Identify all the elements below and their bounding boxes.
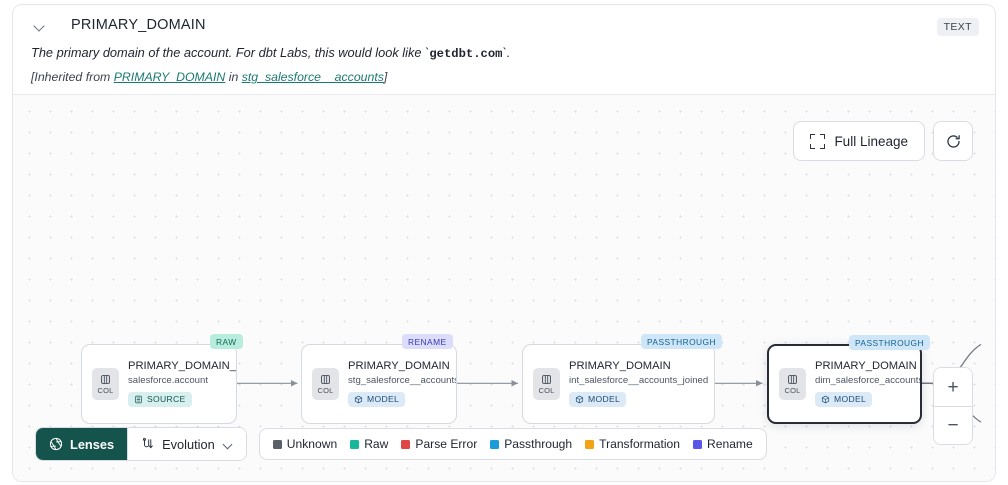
legend-item[interactable]: Parse Error [401, 437, 477, 451]
page-title: PRIMARY_DOMAIN [71, 17, 206, 33]
inherited-model-link[interactable]: stg_salesforce__accounts [241, 70, 384, 85]
node-asset-tag-label: SOURCE [147, 394, 186, 405]
legend-item[interactable]: Passthrough [490, 437, 572, 451]
legend-item[interactable]: Unknown [272, 437, 338, 452]
node-asset-tag: MODEL [348, 391, 406, 407]
node-body: PRIMARY_DOMAIN__C salesforce.accountSOURC… [119, 360, 236, 409]
column-type-icon: COL [312, 368, 339, 401]
legend-swatch [401, 439, 411, 449]
evolution-label: Evolution [162, 436, 215, 452]
node-classification-badge: PASSTHROUGH [849, 335, 931, 351]
column-type-label: COL [97, 385, 114, 395]
inherited-suffix: ] [383, 70, 388, 85]
chevron-down-icon [224, 440, 233, 449]
node-title: PRIMARY_DOMAIN [569, 359, 671, 372]
lineage-node[interactable]: RAW COL PRIMARY_DOMAIN__C salesforce.accoun… [81, 334, 243, 425]
node-classification-badge: RENAME [402, 334, 453, 350]
expand-corners-icon [810, 133, 826, 149]
legend-label: Unknown [286, 437, 338, 452]
data-type-badge: TEXT [936, 18, 979, 36]
description-text: The primary domain of the account. For d… [31, 45, 430, 60]
header-title-row: PRIMARY_DOMAIN [31, 17, 977, 33]
legend-label: Parse Error [415, 437, 478, 452]
lineage-node[interactable]: PASSTHROUGH COL PRIMARY_DOMAIN dim_salesfor… [767, 335, 931, 425]
node-subtitle: int_salesforce__accounts_joined [569, 374, 709, 386]
legend-swatch [585, 439, 595, 449]
zoom-out-button[interactable]: − [934, 406, 972, 445]
legend-swatch [693, 439, 703, 449]
column-type-label: COL [538, 385, 555, 395]
lenses-segmented-control: Lenses Evolution [35, 427, 247, 462]
column-lineage-panel: PRIMARY_DOMAIN TEXT The primary domain o… [12, 4, 996, 482]
column-type-label: COL [317, 385, 334, 395]
node-asset-tag: SOURCE [128, 391, 192, 407]
zoom-in-button[interactable]: + [934, 368, 972, 407]
node-title: PRIMARY_DOMAIN [348, 359, 450, 372]
full-lineage-label: Full Lineage [834, 133, 908, 149]
legend-label: Raw [364, 437, 389, 452]
lenses-label: Lenses [70, 436, 115, 452]
legend-label: Passthrough [504, 437, 573, 452]
canvas-top-controls: Full Lineage [793, 121, 973, 162]
node-subtitle: dim_salesforce_accounts [815, 374, 920, 386]
node-subtitle: stg_salesforce__accounts [348, 374, 456, 386]
refresh-icon [946, 135, 960, 148]
lineage-flow-icon [143, 438, 153, 449]
node-asset-tag-label: MODEL [834, 394, 867, 405]
description-suffix: `. [502, 45, 511, 60]
inherited-from-note: [Inherited from PRIMARY_DOMAIN in stg_sa… [31, 70, 977, 84]
lineage-node[interactable]: PASSTHROUGH COL PRIMARY_DOMAIN int_salesfor… [522, 334, 723, 425]
legend-swatch [350, 439, 360, 449]
canvas-bottom-bar: Lenses Evolution Unknown Raw Parse Error Pa… [35, 427, 767, 462]
node-asset-tag-label: MODEL [367, 394, 400, 405]
node-subtitle: salesforce.account [128, 374, 208, 386]
inherited-column-link[interactable]: PRIMARY_DOMAIN [113, 70, 226, 85]
node-title: PRIMARY_DOMAIN__C [128, 359, 236, 372]
refresh-button[interactable] [933, 121, 973, 162]
legend-item[interactable]: Rename [693, 437, 753, 451]
legend-item[interactable]: Transformation [585, 437, 680, 451]
lineage-canvas[interactable]: Full Lineage RAW COL PRIMARY_DOMAIN__Csale… [13, 94, 995, 481]
panel-header: PRIMARY_DOMAIN TEXT The primary domain o… [13, 5, 995, 94]
legend-label: Rename [707, 437, 753, 452]
column-type-label: COL [784, 385, 801, 395]
column-description: The primary domain of the account. For d… [31, 44, 977, 62]
node-asset-tag: MODEL [815, 391, 873, 407]
lineage-legend: Unknown Raw Parse Error Passthrough Transfor… [258, 428, 767, 461]
lenses-button[interactable]: Lenses [36, 428, 128, 461]
aperture-icon [49, 438, 63, 451]
description-code: getdbt.com [429, 47, 503, 61]
legend-swatch [272, 439, 282, 449]
node-body: PRIMARY_DOMAIN int_salesforce__accounts_j… [560, 360, 708, 409]
lineage-node[interactable]: RENAME COL PRIMARY_DOMAIN stg_salesforce__a… [301, 334, 457, 425]
full-lineage-button[interactable]: Full Lineage [793, 121, 925, 162]
column-type-icon: COL [533, 368, 560, 401]
node-title: PRIMARY_DOMAIN [815, 359, 917, 372]
zoom-controls: + − [933, 367, 973, 446]
column-type-icon: COL [779, 368, 806, 401]
legend-item[interactable]: Raw [350, 437, 388, 451]
inherited-prefix: [Inherited from [31, 70, 114, 85]
node-classification-badge: PASSTHROUGH [641, 334, 723, 350]
node-asset-tag: MODEL [569, 391, 627, 407]
node-classification-badge: RAW [210, 334, 243, 350]
chevron-down-icon[interactable] [33, 19, 47, 33]
node-asset-tag-label: MODEL [588, 394, 621, 405]
column-type-icon: COL [92, 368, 119, 401]
legend-label: Transformation [599, 437, 681, 452]
legend-swatch [490, 439, 500, 449]
evolution-dropdown[interactable]: Evolution [127, 428, 246, 461]
inherited-mid: in [225, 70, 242, 85]
